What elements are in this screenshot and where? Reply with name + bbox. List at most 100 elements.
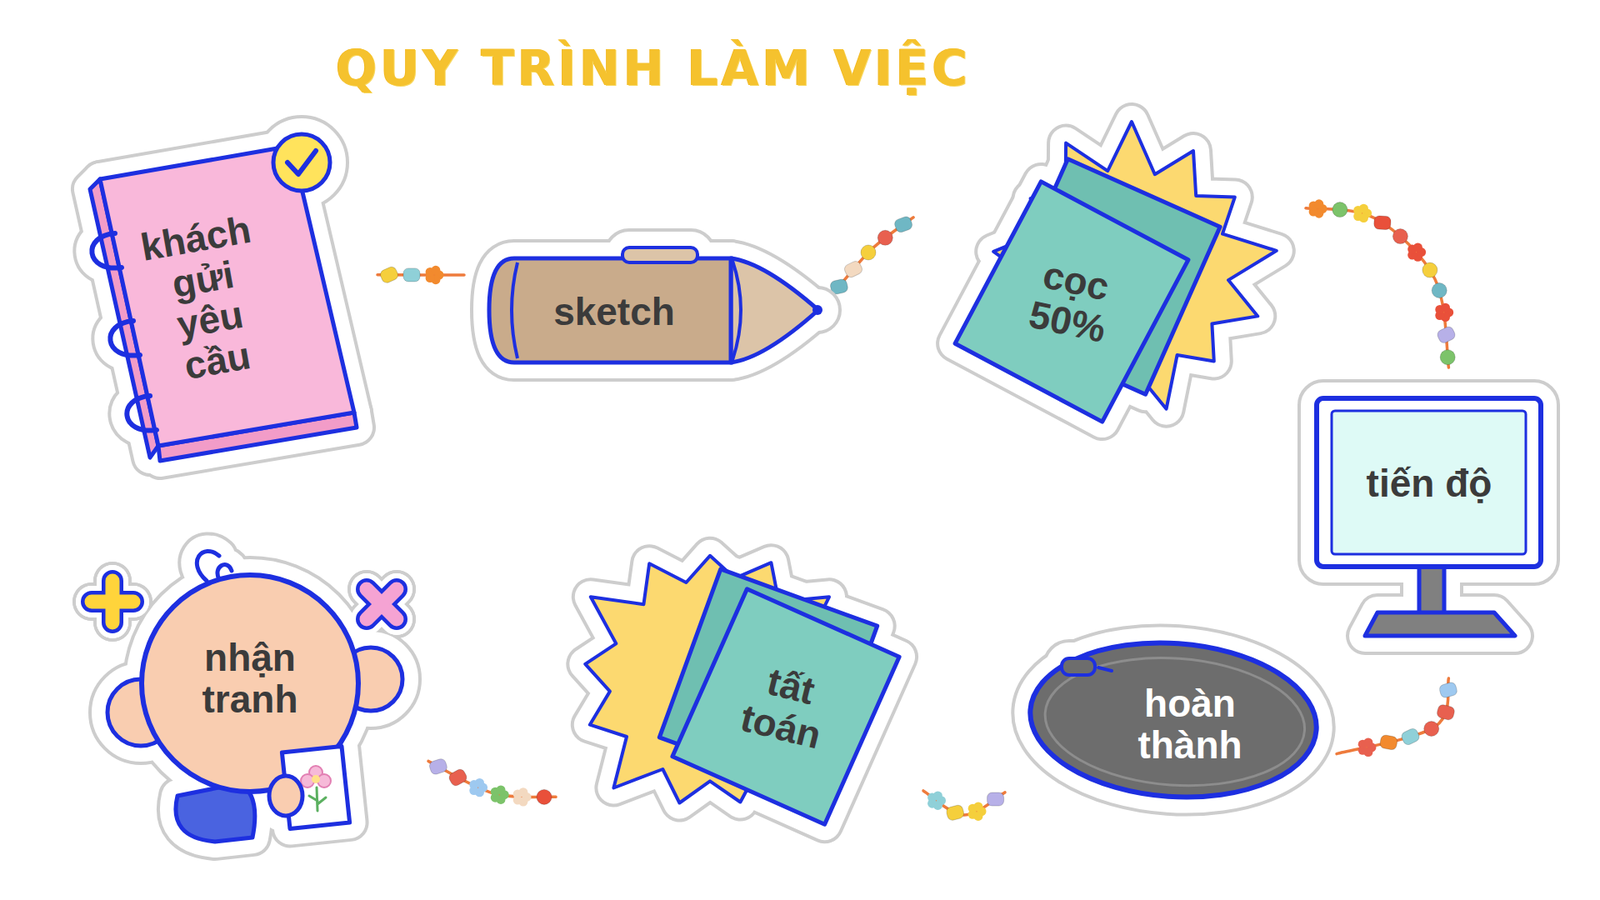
- sticker-art: [366, 589, 397, 620]
- sticker-art: [1331, 410, 1526, 555]
- sticker-rim: [1419, 566, 1445, 615]
- bead: [428, 757, 449, 775]
- bead: [843, 260, 865, 280]
- sticker-rim: [812, 305, 823, 315]
- sticker-rim: [1061, 658, 1095, 675]
- bead-string: [428, 757, 556, 806]
- sticker-art: [287, 150, 316, 175]
- sticker-art: [1285, 367, 1577, 679]
- sticker-rim: [366, 589, 397, 620]
- sticker-rim: [1061, 658, 1095, 675]
- sticker-art: [1419, 566, 1445, 615]
- bead-string: [1336, 678, 1459, 757]
- bead-petal: [518, 787, 528, 797]
- sticker-rim: [366, 589, 397, 620]
- bead-petal: [933, 791, 943, 801]
- sticker-art: [1040, 649, 1310, 794]
- sticker-art: [511, 262, 518, 359]
- flower-bead: [968, 802, 987, 821]
- bead-petal: [430, 265, 440, 275]
- sticker-rim: [812, 305, 823, 315]
- sticker-rim: [1365, 612, 1515, 636]
- bead: [1373, 215, 1391, 230]
- bead: [893, 215, 914, 234]
- sticker-rim: [1025, 633, 1322, 807]
- flower-bead: [1407, 242, 1426, 261]
- deposit-step: cọc 50%: [913, 122, 1306, 429]
- bead-petal: [496, 785, 506, 795]
- flower-bead: [469, 778, 488, 797]
- bead: [1422, 262, 1438, 278]
- bead-petal: [1440, 303, 1450, 313]
- bead: [1424, 721, 1440, 737]
- sticker-rim: [622, 247, 698, 263]
- bead: [1400, 727, 1421, 747]
- sticker-rim: [489, 258, 731, 363]
- bead-string: [923, 790, 1005, 822]
- bead: [1431, 283, 1447, 299]
- bead-petal: [973, 802, 983, 812]
- sticker-rim: [91, 580, 134, 623]
- sticker-rim: [489, 258, 731, 363]
- sticker-rim: [366, 589, 397, 620]
- bead-petal: [1363, 738, 1373, 748]
- sticker-art: [1316, 398, 1541, 567]
- step-label: hoàn thành: [1137, 683, 1242, 766]
- sticker-rim: [273, 134, 330, 191]
- sticker-art: [311, 775, 320, 784]
- flower-bead: [1353, 204, 1372, 223]
- sticker-rim: [1316, 398, 1541, 567]
- sticker-rim: [1365, 612, 1515, 636]
- bead-petal: [1359, 204, 1369, 214]
- monitor-step: tiến độ: [1285, 367, 1577, 679]
- sticker-art: [273, 134, 330, 191]
- sticker-rim: [730, 258, 819, 363]
- flower-bead: [513, 787, 532, 806]
- sticker-art: [489, 258, 731, 363]
- mouse-step: hoàn thành: [1005, 612, 1337, 827]
- bead-string: [377, 265, 465, 285]
- sticker-rim: [91, 580, 134, 623]
- bead-string: [829, 215, 914, 295]
- sticker-art: [110, 320, 140, 356]
- bead: [986, 792, 1004, 806]
- bead: [379, 265, 400, 285]
- bead: [1438, 681, 1459, 700]
- sticker-art: [730, 258, 819, 363]
- bead: [1379, 734, 1398, 750]
- flower-bead: [1435, 303, 1454, 322]
- sticker-rim: [311, 775, 320, 784]
- pencil-step: sketch: [464, 229, 832, 388]
- sticker-rim: [622, 247, 698, 263]
- sticker-art: [732, 260, 741, 360]
- step-label: tiến độ: [1366, 463, 1493, 505]
- sticker-art: [309, 787, 326, 811]
- sticker-art: [366, 589, 397, 620]
- sticker-art: [1365, 612, 1515, 636]
- receive-step: nhận tranh: [60, 545, 429, 863]
- title: QUY TRÌNH LÀM VIỆC: [335, 40, 971, 97]
- sticker-rim: [311, 775, 320, 784]
- sticker-rim: [1419, 566, 1445, 615]
- bead-cord: [1305, 208, 1449, 368]
- sticker-art: [100, 145, 355, 446]
- sticker-rim: [1025, 633, 1322, 807]
- sticker-rim: [366, 589, 397, 620]
- sticker-rim: [91, 580, 134, 623]
- bead: [1332, 202, 1348, 218]
- sticker-art: [1061, 658, 1095, 675]
- flower-bead: [1358, 738, 1377, 758]
- bead-cord: [923, 790, 1005, 815]
- sticker-art: [955, 181, 1189, 422]
- sticker-rim: [1331, 410, 1526, 555]
- sticker-art: [672, 589, 900, 825]
- sticker-art: [126, 395, 157, 431]
- sticker-rim: [269, 775, 303, 816]
- bead-cord: [1336, 678, 1449, 755]
- bead: [1435, 325, 1457, 345]
- flower-bead: [490, 785, 510, 805]
- sticker-art: [812, 305, 823, 315]
- sticker-rim: [273, 134, 330, 191]
- bead-petal: [475, 778, 485, 788]
